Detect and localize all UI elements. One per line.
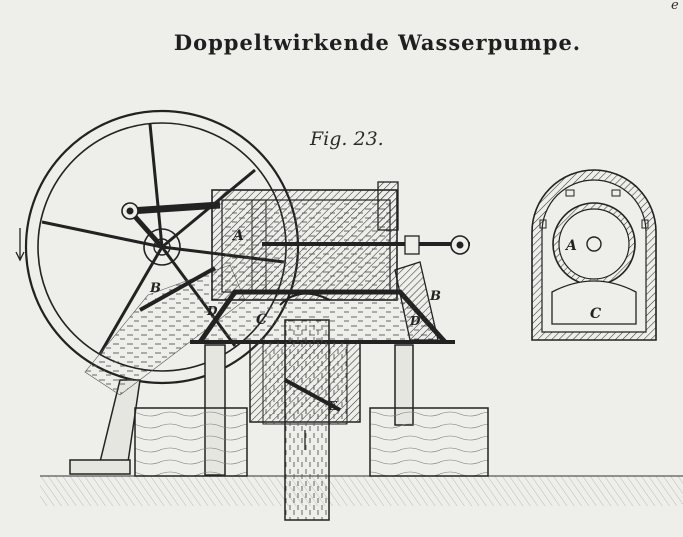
label-D-right: D [409, 314, 421, 328]
piston-rod [262, 235, 470, 255]
label-C-main: C [256, 312, 267, 328]
plate-title: Doppeltwirkende Wasserpumpe. [173, 30, 582, 55]
label-D-left: D [206, 304, 218, 318]
label-B-right: B [429, 289, 441, 304]
rotation-arrow-icon [15, 228, 25, 262]
figure-label: Fig. 23. [310, 128, 384, 150]
label-A-section: A [564, 238, 577, 254]
wood-block-right [369, 407, 489, 477]
label-E-main: E [327, 399, 338, 413]
label-A-main: A [231, 228, 244, 244]
label-B-left: B [149, 281, 161, 296]
wood-block-left [134, 407, 248, 477]
corner-mark: e [671, 0, 679, 13]
cross-section-view [531, 169, 657, 341]
crank-linkage [121, 201, 221, 249]
suction-pipe [249, 292, 361, 521]
label-C-section: C [590, 306, 601, 322]
right-outlet [394, 261, 439, 341]
ground-base [40, 476, 683, 506]
